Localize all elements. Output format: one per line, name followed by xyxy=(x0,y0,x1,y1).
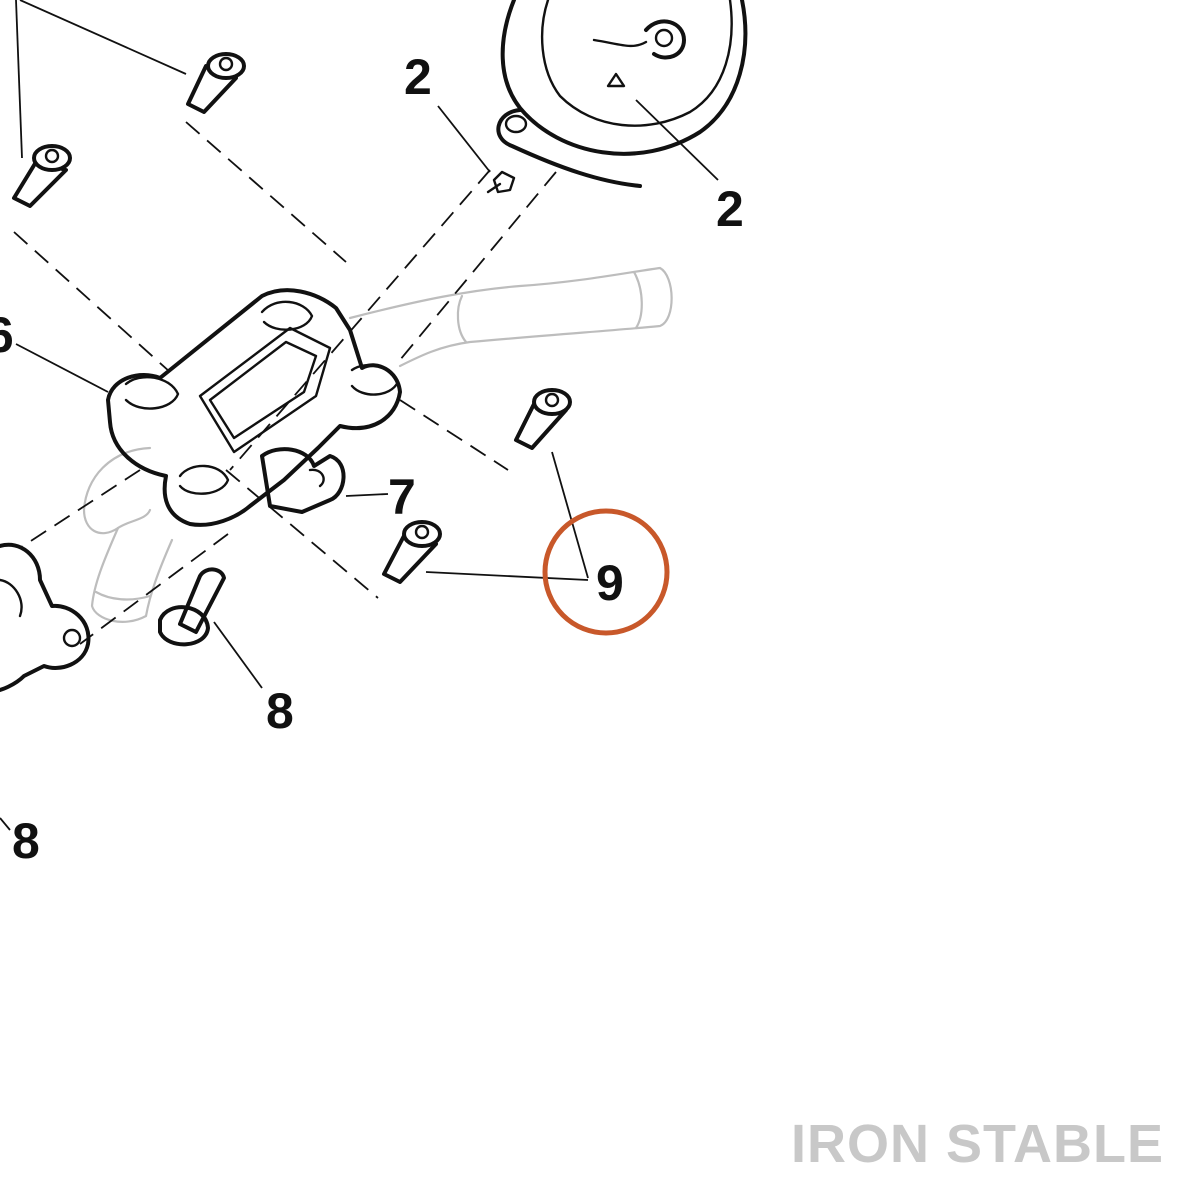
leader-lines xyxy=(0,0,719,831)
callout-7: 7 xyxy=(388,469,416,525)
callout-8-left: 8 xyxy=(12,813,40,869)
bolt-top xyxy=(186,52,246,114)
bolt-lower xyxy=(382,520,442,584)
lower-clamp xyxy=(0,542,91,692)
bolt-left xyxy=(12,144,72,208)
small-screw xyxy=(486,170,516,194)
watermark-text: IRON STABLE xyxy=(791,1114,1164,1174)
bolt-right xyxy=(514,388,572,450)
highlight-ring xyxy=(542,508,670,636)
callout-6: 6 xyxy=(0,307,14,363)
callout-9: 9 xyxy=(596,555,624,611)
handlebar-ghost xyxy=(82,266,673,623)
riser-stud xyxy=(158,567,226,647)
assembly-dash-lines xyxy=(13,121,557,645)
callout-labels: 2 2 6 7 8 8 9 xyxy=(0,49,744,869)
callout-2-top: 2 xyxy=(404,49,432,105)
callout-2-right: 2 xyxy=(716,181,744,237)
handlebar-clamp xyxy=(106,288,402,527)
callout-8-middle: 8 xyxy=(266,683,294,739)
headlight-housing xyxy=(496,0,748,188)
